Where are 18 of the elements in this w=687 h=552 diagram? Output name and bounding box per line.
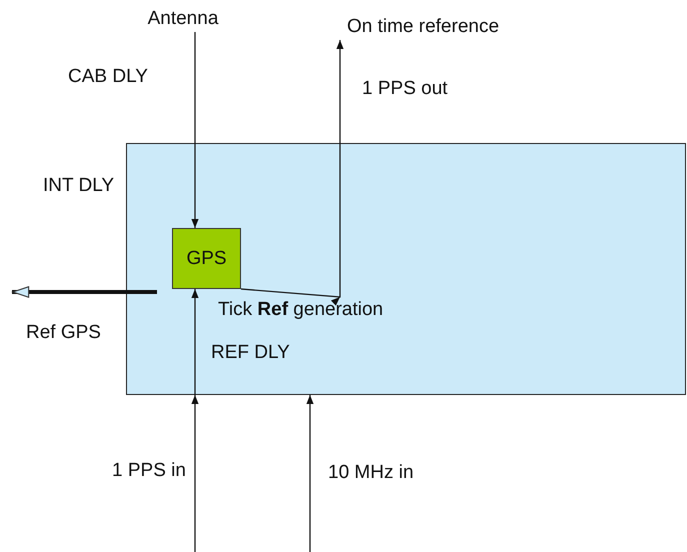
hollow-arrow <box>12 286 157 298</box>
arrow <box>191 395 199 552</box>
signal-label: 1 PPS in <box>112 460 186 482</box>
delay-label: INT DLY <box>43 175 114 197</box>
arrow <box>306 395 314 552</box>
antenna-label: Antenna <box>140 8 226 32</box>
signal-label: Ref GPS <box>26 322 101 344</box>
arrow <box>191 289 199 395</box>
bent-arrow <box>240 40 344 306</box>
process-label: Tick Ref generation <box>218 299 384 321</box>
signal-label: 10 MHz in <box>328 462 414 484</box>
delay-label: REF DLY <box>211 342 290 364</box>
arrow <box>191 32 199 228</box>
delay-label: CAB DLY <box>68 66 148 88</box>
receiver-box <box>126 143 686 395</box>
signal-label: 1 PPS out <box>362 78 448 100</box>
output-label: On time reference <box>331 16 515 40</box>
gps-box: GPS <box>172 228 241 289</box>
